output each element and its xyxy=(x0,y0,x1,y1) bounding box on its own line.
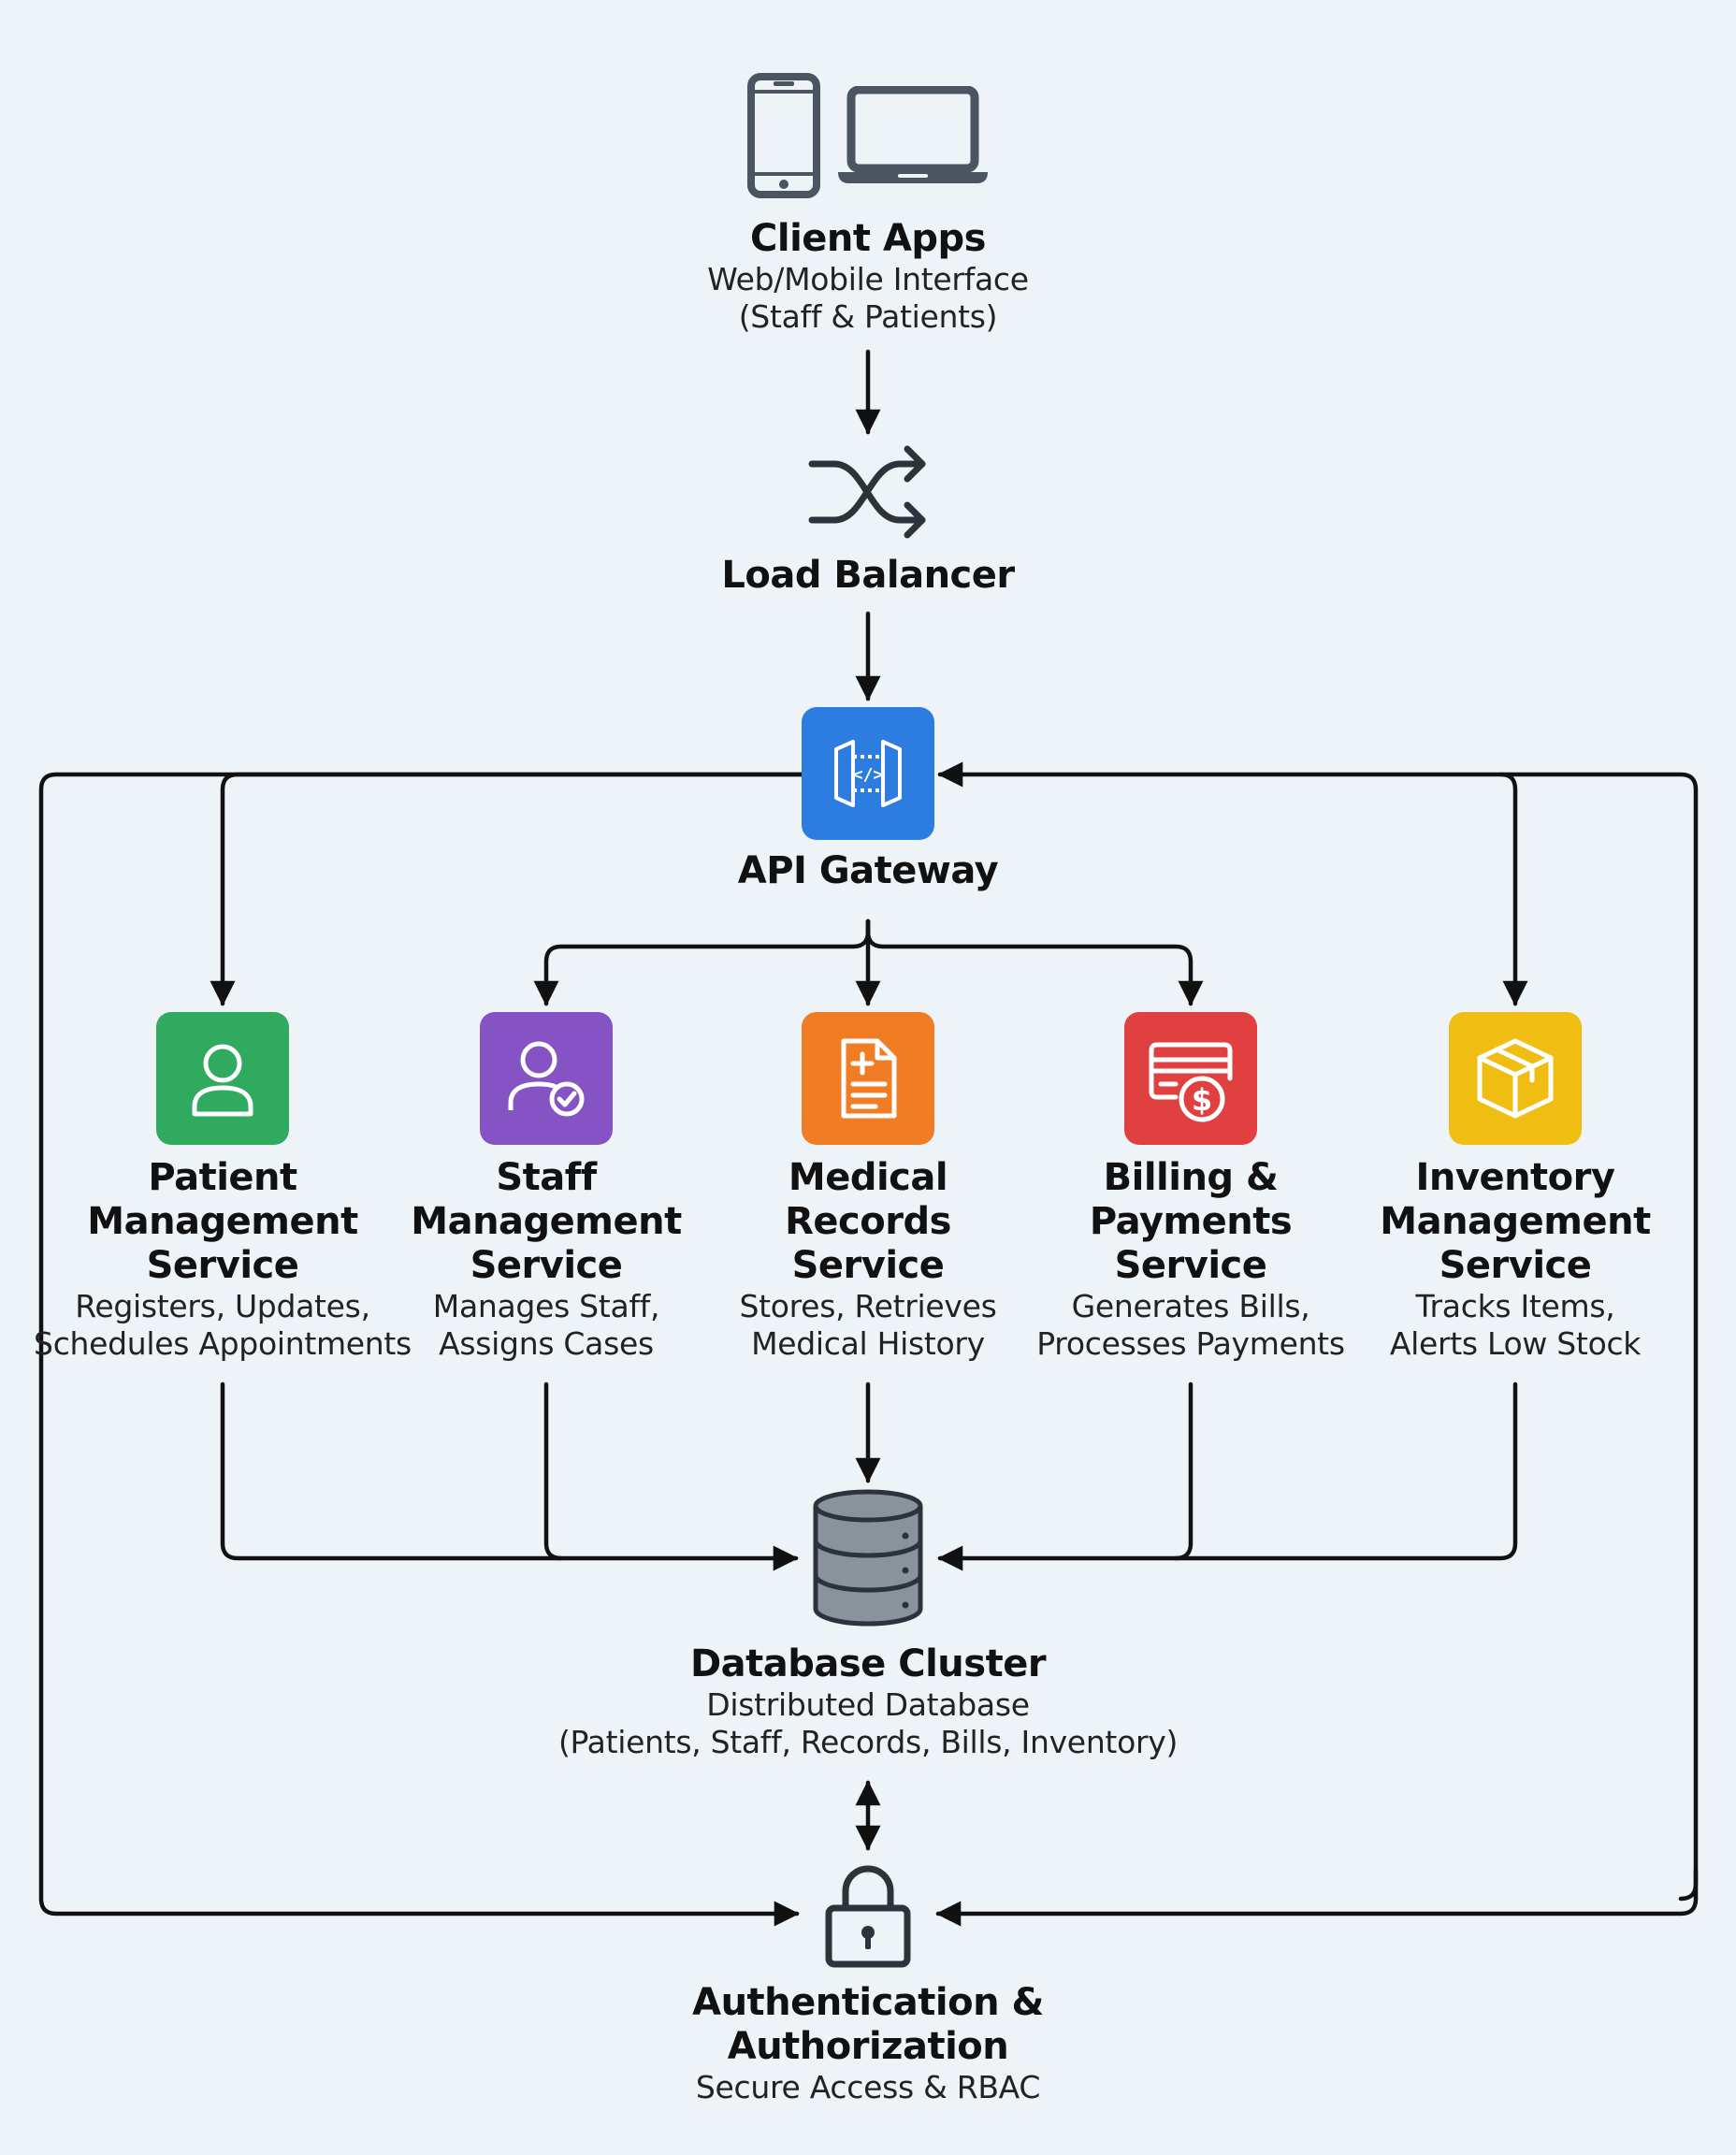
client-apps-subtitle-2: (Staff & Patients) xyxy=(738,298,998,335)
billing-service-title-1: Billing & xyxy=(1103,1156,1279,1199)
arrow-billing-to-database xyxy=(1173,1381,1194,1561)
arrow-patient-to-database xyxy=(220,1381,799,1571)
staff-service-title-2: Management xyxy=(411,1200,682,1243)
arrow-staff-to-database xyxy=(543,1381,564,1561)
database-icon xyxy=(813,1489,923,1627)
records-service-title-1: Medical xyxy=(788,1156,948,1199)
user-icon xyxy=(192,1044,253,1117)
credit-card-dollar-icon: $ xyxy=(1149,1042,1233,1122)
patient-service-desc-2: Schedules Appointments xyxy=(34,1325,412,1362)
billing-service-desc-1: Generates Bills, xyxy=(1071,1288,1310,1324)
database-subtitle-1: Distributed Database xyxy=(706,1686,1030,1723)
patient-service-title-2: Management xyxy=(87,1200,358,1243)
auth-subtitle: Secure Access & RBAC xyxy=(695,2069,1041,2105)
billing-service-title-2: Payments xyxy=(1089,1200,1293,1243)
staff-service-desc-2: Assigns Cases xyxy=(439,1325,654,1362)
api-gateway-title: API Gateway xyxy=(737,849,999,892)
records-service-desc-1: Stores, Retrieves xyxy=(739,1288,997,1324)
auth-title-1: Authentication & xyxy=(692,1981,1044,2024)
arrow-inventory-to-database xyxy=(937,1381,1518,1571)
staff-service-desc-1: Manages Staff, xyxy=(432,1288,660,1324)
staff-service-title-1: Staff xyxy=(496,1156,597,1199)
database-subtitle-2: (Patients, Staff, Records, Bills, Invent… xyxy=(557,1724,1179,1760)
inventory-service-desc-1: Tracks Items, xyxy=(1415,1288,1615,1324)
medical-document-icon xyxy=(841,1038,897,1119)
client-apps-subtitle-1: Web/Mobile Interface xyxy=(707,261,1029,297)
arrow-gateway-to-staff xyxy=(533,918,871,1006)
inventory-service-title-2: Management xyxy=(1380,1200,1651,1243)
load-balancer-title: Load Balancer xyxy=(721,554,1015,597)
inventory-service-title-3: Service xyxy=(1439,1244,1592,1287)
staff-service-tile xyxy=(480,1012,613,1145)
patient-service-title-3: Service xyxy=(146,1244,299,1287)
svg-text:$: $ xyxy=(1192,1082,1212,1118)
box-icon xyxy=(1477,1038,1554,1119)
inventory-service-desc-2: Alerts Low Stock xyxy=(1389,1325,1642,1362)
staff-service-title-3: Service xyxy=(470,1244,623,1287)
laptop-icon xyxy=(838,86,988,183)
api-gateway-tile: </> xyxy=(802,707,934,840)
arrow-gateway-to-billing xyxy=(865,918,1204,1006)
api-gateway-icon: </> xyxy=(834,740,902,807)
records-service-desc-2: Medical History xyxy=(751,1325,985,1362)
records-service-title-3: Service xyxy=(791,1244,945,1287)
user-check-icon xyxy=(508,1041,585,1117)
arrow-gateway-to-inventory xyxy=(1498,772,1528,1006)
patient-service-title-1: Patient xyxy=(148,1156,297,1199)
records-service-tile xyxy=(802,1012,934,1145)
lock-icon xyxy=(825,1865,911,1968)
billing-service-title-3: Service xyxy=(1114,1244,1267,1287)
auth-title-2: Authorization xyxy=(727,2025,1009,2068)
client-apps-title: Client Apps xyxy=(750,217,986,260)
arrow-right-loop-to-gateway xyxy=(937,761,1699,1902)
smartphone-icon xyxy=(747,73,820,198)
records-service-title-2: Records xyxy=(785,1200,951,1243)
svg-text:</>: </> xyxy=(853,765,884,785)
arrow-gateway-to-auth-left-loop xyxy=(38,772,805,1927)
billing-service-desc-2: Processes Payments xyxy=(1036,1325,1345,1362)
billing-service-tile: $ xyxy=(1124,1012,1257,1145)
patient-service-desc-1: Registers, Updates, xyxy=(75,1288,370,1324)
database-title: Database Cluster xyxy=(689,1642,1047,1685)
inventory-service-title-1: Inventory xyxy=(1415,1156,1615,1199)
inventory-service-tile xyxy=(1449,1012,1582,1145)
patient-service-tile xyxy=(156,1012,289,1145)
shuffle-icon xyxy=(808,445,926,539)
arrow-right-loop-to-auth xyxy=(935,1868,1699,1927)
